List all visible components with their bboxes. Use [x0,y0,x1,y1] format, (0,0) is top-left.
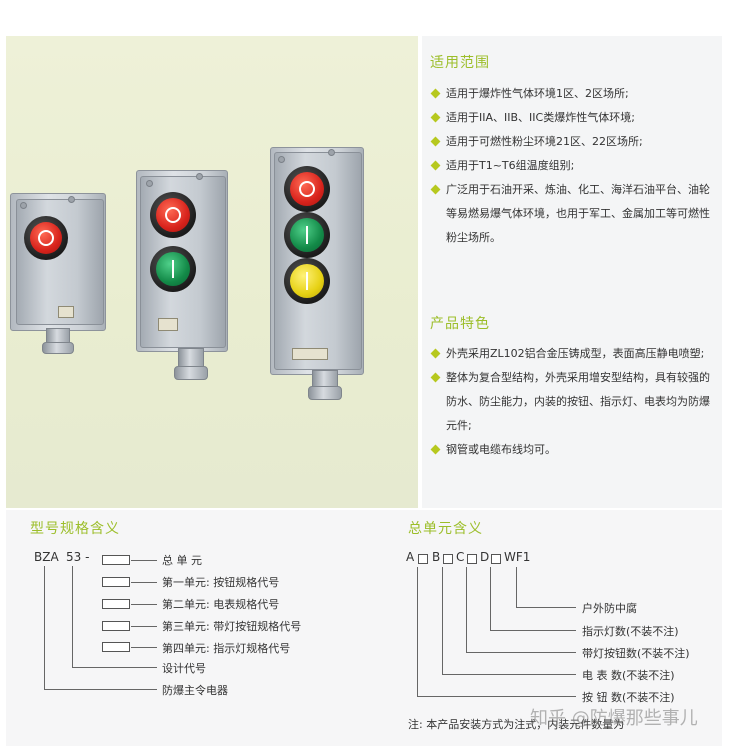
total-unit-heading: 总单元含义 [408,521,483,537]
features-heading: 产品特色 [430,316,490,332]
list-item: 整体为复合型结构，外壳采用增安型结构，具有较强的防水、防尘能力，内装的按钮、指示… [430,366,710,438]
label-button: 按 钮 数(不装不注) [582,691,675,704]
install-note: 注: 本产品安装方式为注式，内装元件数量为 [408,718,625,731]
features-list: 外壳采用ZL102铝合金压铸成型，表面高压静电喷塑; 整体为复合型结构，外壳采用… [430,342,710,462]
applicable-heading: 适用范围 [430,55,490,71]
list-item: 广泛用于石油开采、炼油、化工、海洋石油平台、油轮等易燃易爆气体环境，也用于军工、… [430,178,710,250]
label-meter: 电 表 数(不装不注) [582,669,675,682]
applicable-list: 适用于爆炸性气体环境1区、2区场所; 适用于IIA、IIB、IIC类爆炸性气体环… [430,82,710,250]
diamond-bullet-icon [430,444,441,455]
diamond-bullet-icon [430,348,441,359]
diamond-bullet-icon [430,372,441,383]
list-item: 适用于T1~T6组温度组别; [430,154,710,178]
diamond-bullet-icon [430,160,441,171]
diamond-bullet-icon [430,184,441,195]
product-photo [6,36,418,508]
info-panel [422,36,722,508]
list-item: 外壳采用ZL102铝合金压铸成型，表面高压静电喷塑; [430,342,710,366]
label-design: 设计代号 [162,662,206,675]
label-unit2: 第二单元: 电表规格代号 [162,598,280,611]
list-item: 适用于爆炸性气体环境1区、2区场所; [430,82,710,106]
label-unit4: 第四单元: 指示灯规格代号 [162,642,291,655]
model-heading: 型号规格含义 [30,521,120,537]
list-item: 适用于可燃性粉尘环境21区、22区场所; [430,130,710,154]
label-outdoor: 户外防中腐 [582,602,637,615]
code-b: B [432,550,441,564]
diamond-bullet-icon [430,136,441,147]
code-a: A [406,550,415,564]
watermark: 知乎 @防爆那些事儿 [530,708,698,729]
code-d: D [480,550,490,564]
code-53: 53 - [66,550,90,564]
label-unit3: 第三单元: 带灯按钮规格代号 [162,620,302,633]
diamond-bullet-icon [430,88,441,99]
code-bza: BZA [34,550,59,564]
code-wf1: WF1 [504,550,531,564]
label-total: 总 单 元 [162,554,202,567]
list-item: 适用于IIA、IIB、IIC类爆炸性气体环境; [430,106,710,130]
diamond-bullet-icon [430,112,441,123]
label-indicator: 指示灯数(不装不注) [582,625,679,638]
list-item: 钢管或电缆布线均可。 [430,438,710,462]
label-unit1: 第一单元: 按钮规格代号 [162,576,280,589]
code-c: C [456,550,465,564]
label-product: 防爆主令电器 [162,684,228,697]
label-lamp-button: 带灯按钮数(不装不注) [582,647,690,660]
